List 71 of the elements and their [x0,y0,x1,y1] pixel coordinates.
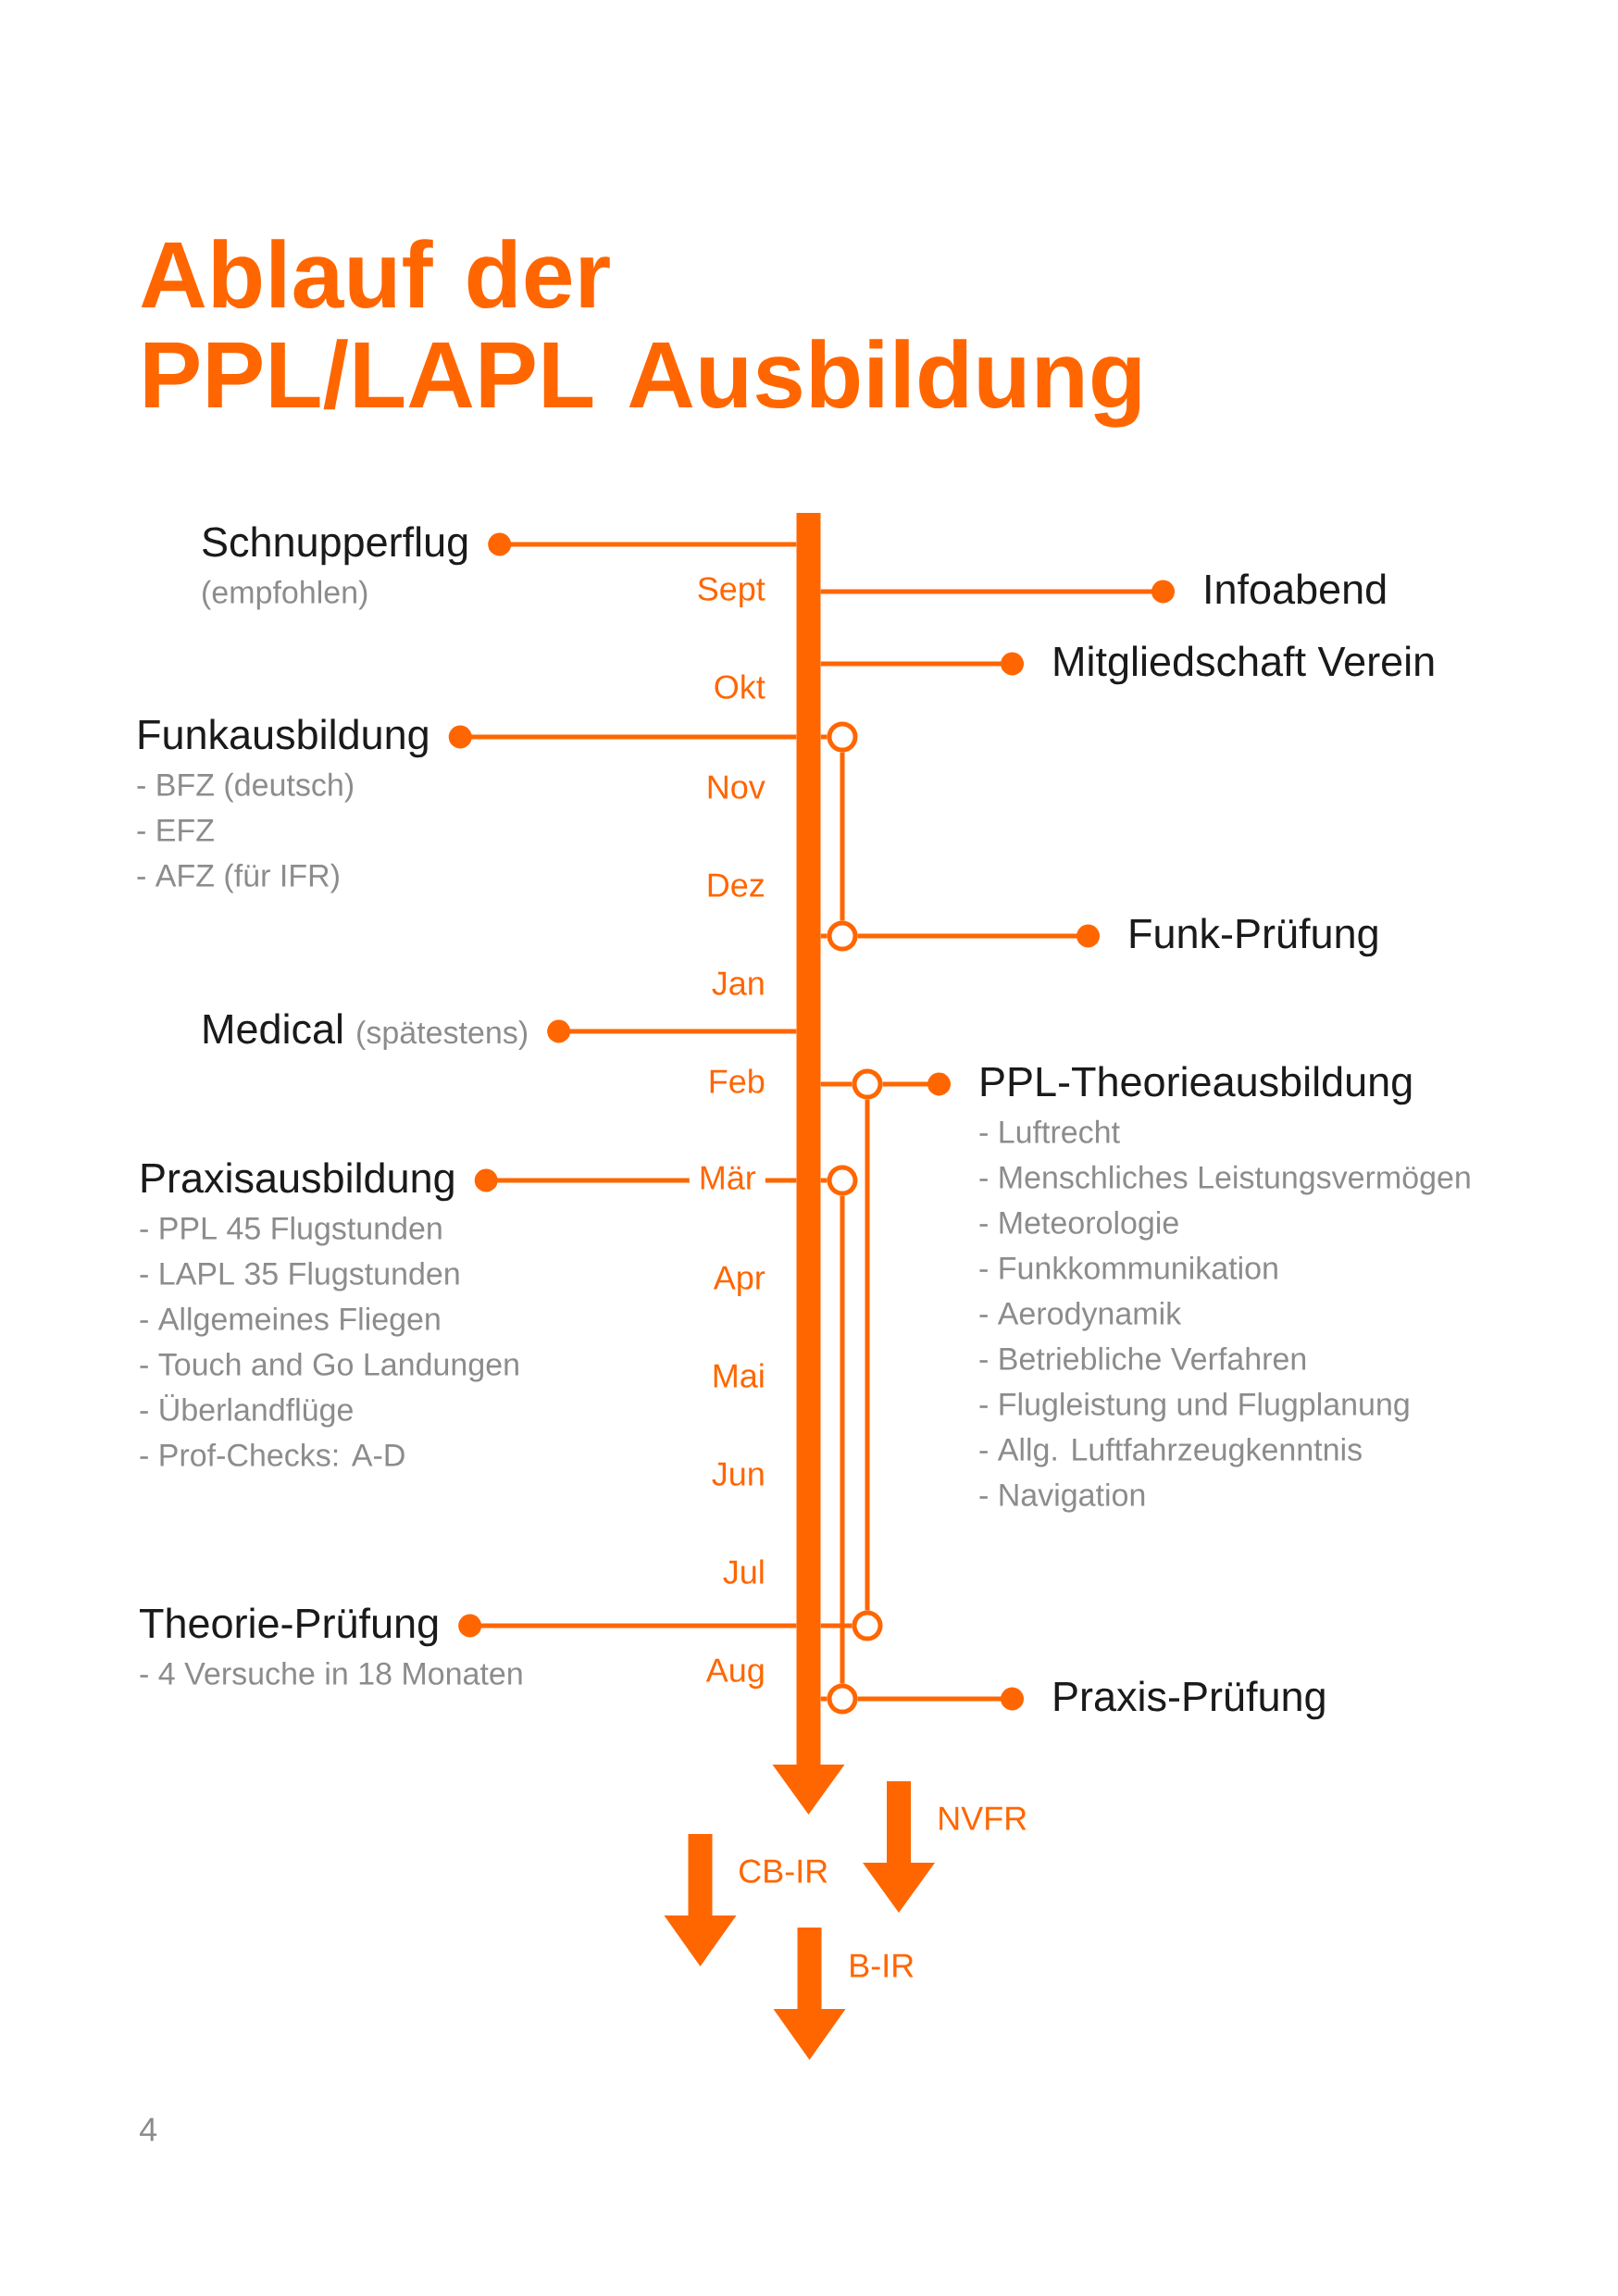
month-label: Mär [689,1164,765,1197]
list-item: - Überlandflüge [140,1394,353,1428]
list-item: - Allg. Luftfahrzeugkenntnis [979,1437,1362,1467]
connector-line [840,1195,845,1684]
list-item: - Funkkommunikation [979,1255,1277,1279]
connector-line [820,734,828,740]
event-label: Funkausbildung [139,718,428,758]
month-label: Aug [705,1658,764,1689]
course-label: B-IR [851,1953,914,1978]
event-label: Schnupperflug [203,526,467,566]
list-item: - AFZ (für IFR) [137,863,339,893]
connector-line [820,1623,853,1628]
connector-line [488,532,797,556]
note-text: (empfohlen) [203,580,367,610]
connector-line [820,1178,828,1183]
open-circle [827,1165,858,1196]
connector-line [820,1696,828,1702]
note-text: (spätestens) [357,1020,528,1051]
list-item: - Menschliches Leistungsvermögen [979,1165,1470,1195]
list-item: - Luftrecht [979,1119,1120,1143]
connector-line [857,924,1100,948]
month-label: Jan [712,971,764,995]
list-item: - EFZ [137,819,214,842]
list-item: - Touch and Go Landungen [140,1352,518,1382]
list-item: - Betriebliche Verfahren [979,1346,1306,1370]
month-label: Feb [710,1068,765,1093]
event-label: Theorie-Prüfung [140,1607,438,1647]
event-label: Praxis-Prüfung [1054,1680,1325,1720]
timeline-arrow [772,513,845,1815]
connector-line [820,580,1175,604]
connector-line [857,1687,1024,1711]
event-label: PPL-Theorieausbildung [981,1066,1412,1105]
open-circle [852,1610,883,1641]
list-item: - PPL 45 Flugstunden [140,1216,442,1246]
connector-line [458,1614,797,1638]
connector-line [820,1081,853,1087]
event-label: Praxisausbildung [142,1162,454,1202]
list-item: - Prof-Checks: A-D [140,1442,404,1466]
month-label: Apr [713,1266,765,1296]
month-label: Nov [708,775,765,799]
connector-line [882,1072,951,1096]
connector-line [547,1019,797,1043]
list-item: - Meteorologie [979,1210,1178,1241]
list-item: - Aerodynamik [979,1301,1182,1331]
open-circle [827,1683,858,1715]
month-label: Okt [715,674,765,699]
course-label: NVFR [940,1806,1027,1830]
event-label: Infoabend [1206,573,1386,605]
connector-line [820,933,828,939]
event-label: Mitgliedschaft Verein [1054,645,1434,685]
list-item: - Allgemeines Fliegen [140,1306,440,1337]
event-label: Medical [204,1013,342,1044]
page-number: 4 [140,2117,157,2141]
list-item: - 4 Versuche in 18 Monaten [140,1661,522,1685]
month-label: Jul [723,1559,764,1584]
title: Ablauf der PPL/LAPL Ausbildung [141,239,1140,428]
open-circle [827,920,858,952]
connector-line [840,752,845,921]
month-label: Sept [698,577,765,607]
connector-line [820,652,1024,676]
open-circle [827,721,858,753]
month-label: Dez [708,873,764,897]
list-item: - BFZ (deutsch) [137,772,354,803]
course-label: CB-IR [740,1859,828,1883]
event-label: Funk-Prüfung [1130,917,1377,957]
connector-line [448,725,797,749]
open-circle [852,1068,883,1100]
connector-line [865,1099,870,1611]
list-item: - LAPL 35 Flugstunden [140,1261,459,1292]
list-item: - Navigation [979,1482,1145,1513]
list-item: - Flugleistung und Flugplanung [979,1391,1409,1422]
